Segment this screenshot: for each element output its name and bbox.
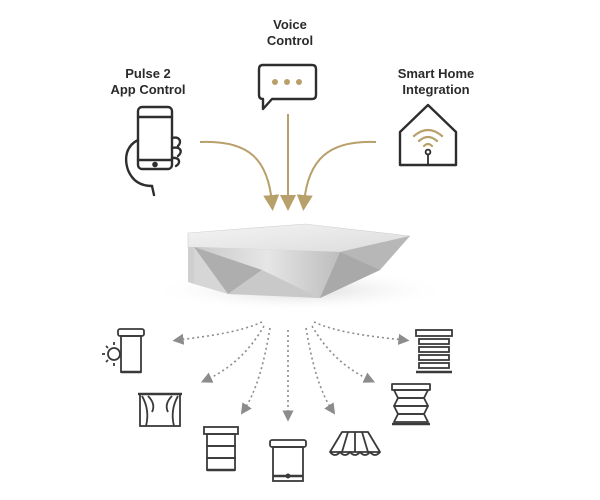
smart-home-label: Smart Home Integration: [366, 66, 506, 98]
arrow-hub-to-honeycomb: [311, 325, 376, 383]
smartphone-in-hand-icon: [124, 105, 182, 197]
app-control-label-line2: App Control: [110, 82, 186, 97]
blind-icon: [269, 439, 307, 482]
voice-control-label-line1: Voice: [273, 17, 307, 32]
voice-control-label: Voice Control: [240, 17, 340, 49]
arrow-smart-to-hub: [296, 140, 377, 211]
arrow-hub-to-curtain: [200, 325, 265, 383]
roman-shade-icon: [203, 426, 239, 472]
output-arrows: [172, 321, 410, 422]
input-arrows: [199, 114, 377, 211]
smart-home-label-line2: Integration: [402, 82, 470, 97]
app-control-label-line1: Pulse 2: [125, 66, 171, 81]
app-control-label: Pulse 2 App Control: [88, 66, 208, 98]
smart-home-wifi-icon: [398, 103, 458, 167]
arrow-hub-to-venetian: [313, 321, 410, 345]
arrow-app-to-hub: [199, 140, 280, 211]
speech-bubble-icon: [257, 63, 318, 111]
arrow-hub-to-roller: [172, 321, 263, 345]
pulse-hub-device: [150, 223, 450, 312]
awning-icon: [329, 431, 381, 456]
arrow-hub-to-roman: [240, 327, 271, 415]
voice-control-label-line2: Control: [266, 33, 314, 48]
smart-home-label-line1: Smart Home: [397, 66, 475, 81]
honeycomb-shade-icon: [391, 383, 431, 426]
curtain-icon: [138, 392, 182, 427]
venetian-blind-icon: [415, 329, 453, 374]
arrow-hub-to-awning: [305, 327, 336, 415]
roller-shade-icon: [102, 328, 145, 374]
